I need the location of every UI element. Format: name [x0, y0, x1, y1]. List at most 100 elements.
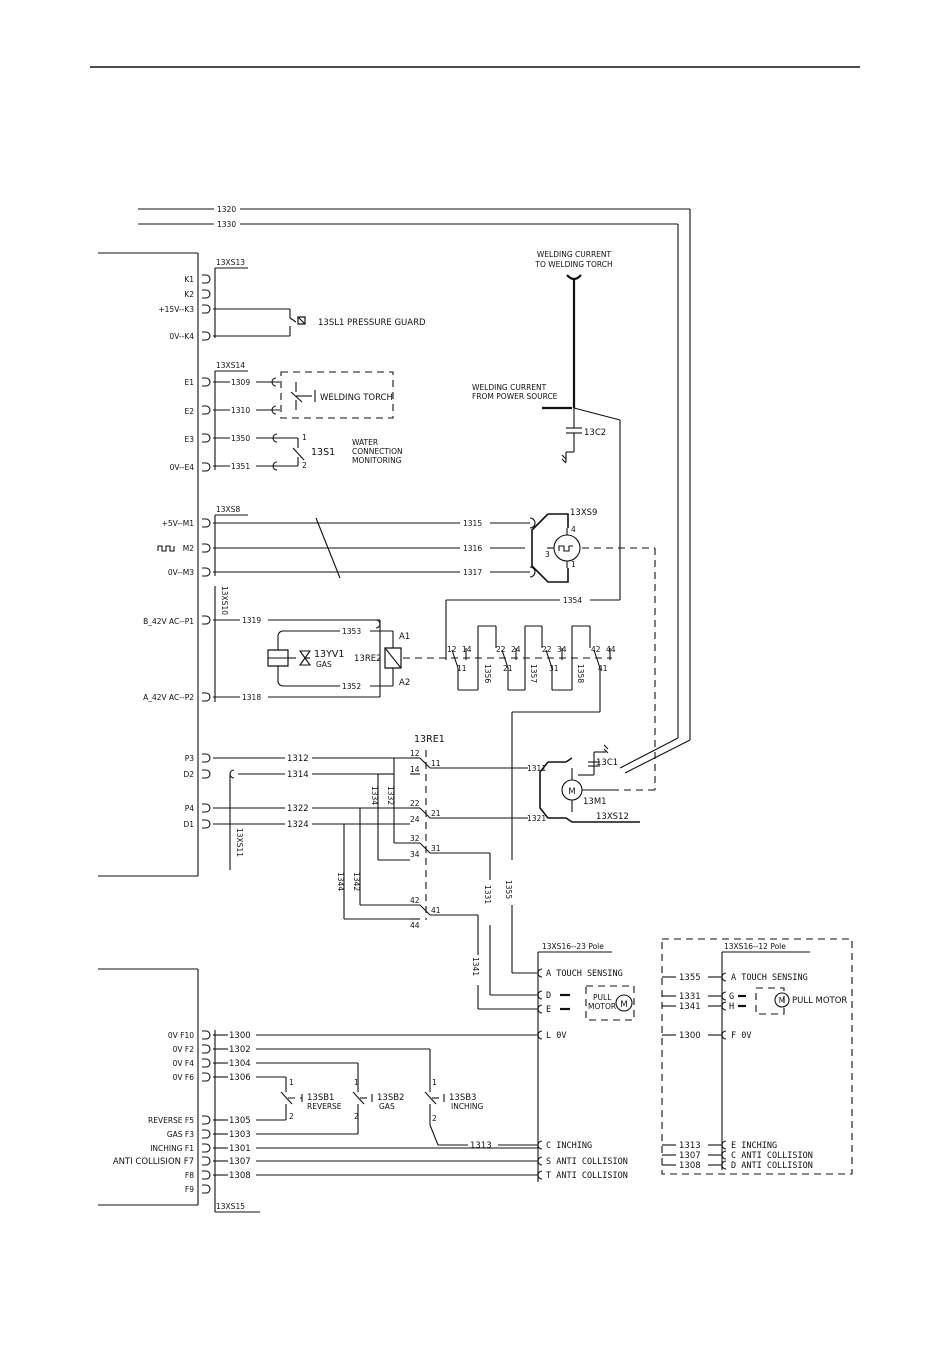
wire-1318-label: 1318: [242, 693, 261, 702]
pole12-a: A TOUCH SENSING: [731, 973, 808, 983]
water-label-3: MONITORING: [352, 456, 402, 465]
wire-1311-label: 1311: [527, 764, 546, 773]
p12-wire-1341: 1341: [679, 1002, 701, 1012]
p12-wire-1307: 1307: [679, 1151, 701, 1161]
yv1-gas-label: GAS: [316, 660, 332, 669]
wire-1344-label: 1344: [336, 872, 345, 891]
pin-p1: B_42V AC--P1: [143, 617, 194, 626]
re1-c14: 14: [410, 765, 420, 774]
wc-src-label-2: FROM POWER SOURCE: [472, 392, 558, 401]
wire-1305-label: 1305: [229, 1116, 251, 1126]
top-wires: 1320 1330: [138, 205, 690, 773]
pole12-pull: PULL MOTOR: [792, 996, 847, 1006]
re1-c12: 12: [410, 749, 420, 758]
re1-c42: 42: [410, 896, 420, 905]
pin-k1: K1: [184, 275, 194, 284]
re2-contacts: 12 14 11 1356 22 24 21 1357 22 34 31 135…: [446, 626, 616, 860]
pin-k2: K2: [184, 290, 194, 299]
torch-label: WELDING TORCH: [320, 393, 393, 403]
re1-c21: 21: [431, 809, 441, 818]
pole23-pull-1: PULL: [593, 993, 612, 1002]
xs16-23-label: 13XS16--23 Pole: [542, 942, 604, 951]
sb3-pin1: 1: [432, 1078, 437, 1087]
m1-symbol: M: [568, 787, 575, 797]
pin-m2: M2: [183, 544, 194, 553]
pole23-t: T ANTI COLLISION: [546, 1171, 628, 1181]
pin-k4: 0V--K4: [169, 332, 194, 341]
s1-label: 13S1: [311, 447, 335, 458]
re2-wire-1358: 1358: [576, 664, 585, 683]
wire-1315-label: 1315: [463, 519, 482, 528]
xs10-label: 13XS10: [220, 586, 229, 615]
pin-f2: 0V F2: [173, 1045, 195, 1054]
sb1-pin1: 1: [289, 1078, 294, 1087]
pole12-g: G: [729, 992, 734, 1002]
re2-c14: 14: [462, 645, 472, 654]
pin-d2: D2: [183, 770, 194, 779]
pin-f1: INCHING F1: [150, 1144, 194, 1153]
wire-1332-label: 1332: [386, 786, 395, 805]
wire-1351-label: 1351: [231, 462, 250, 471]
sb1-sub: REVERSE: [307, 1102, 342, 1111]
xs16-12-label: 13XS16--12 Pole: [724, 942, 786, 951]
pin-f9: F9: [185, 1185, 194, 1194]
xs9-pin3: 3: [545, 550, 550, 559]
water-label-2: CONNECTION: [352, 447, 403, 456]
pin-e1: E1: [184, 378, 194, 387]
motor-13m1: 1311 1321 M 13M1 13XS12 13C1: [527, 745, 640, 823]
p12-wire-1313: 1313: [679, 1141, 701, 1151]
wire-1334-label: 1334: [370, 786, 379, 805]
wire-1309-label: 1309: [231, 378, 250, 387]
sl1-label: 13SL1 PRESSURE GUARD: [318, 318, 426, 328]
sb2-pin2: 2: [354, 1112, 359, 1121]
xs9-label: 13XS9: [570, 508, 597, 518]
re1-c34: 34: [410, 850, 420, 859]
re2-wire-1356: 1356: [483, 664, 492, 683]
connector-13xs16-23: 13XS16--23 Pole A TOUCH SENSING D E L 0V…: [538, 942, 634, 1182]
pole12-f: F 0V: [731, 1031, 751, 1041]
wire-1301-label: 1301: [229, 1144, 251, 1154]
re2-c11: 11: [457, 664, 467, 673]
wire-1321-label: 1321: [527, 814, 546, 823]
c1-label: 13C1: [596, 758, 618, 768]
pin-p2: A_42V AC--P2: [143, 693, 194, 702]
pin-k3: +15V--K3: [158, 305, 194, 314]
pole12-motor-symbol: M: [779, 996, 785, 1005]
pin-e4: 0V--E4: [170, 463, 195, 472]
pin-f7: ANTI COLLISION F7: [113, 1157, 194, 1167]
re2-wire-1357: 1357: [529, 664, 538, 683]
sb2-pin1: 1: [354, 1078, 359, 1087]
p12-wire-1355: 1355: [679, 973, 701, 983]
wire-1304-label: 1304: [229, 1059, 251, 1069]
xs14-label: 13XS14: [216, 361, 245, 370]
pin-e3: E3: [184, 435, 194, 444]
pin-f6: 0V F6: [173, 1073, 195, 1082]
pin-p3: P3: [185, 754, 195, 763]
wire-1302-label: 1302: [229, 1045, 251, 1055]
pin-f10: 0V F10: [168, 1031, 194, 1040]
c2-label: 13C2: [584, 428, 606, 438]
wire-1319-label: 1319: [242, 616, 261, 625]
pole12-c: C ANTI COLLISION: [731, 1151, 813, 1161]
pole23-s: S ANTI COLLISION: [546, 1157, 628, 1167]
wire-1317-label: 1317: [463, 568, 482, 577]
re1-c24: 24: [410, 815, 420, 824]
p12-wire-1308: 1308: [679, 1161, 701, 1171]
p12-wire-1300: 1300: [679, 1031, 701, 1041]
xs11-label: 13XS11: [235, 828, 244, 857]
pole12-d: D ANTI COLLISION: [731, 1161, 813, 1171]
pin-f5: REVERSE F5: [148, 1116, 194, 1125]
pole23-d: D: [546, 991, 551, 1001]
welding-current: WELDING CURRENT TO WELDING TORCH WELDING…: [472, 250, 620, 600]
pole23-e: E: [546, 1005, 551, 1015]
re2-c42: 42: [591, 645, 601, 654]
pole23-a: A TOUCH SENSING: [546, 969, 623, 979]
pin-m1: +5V--M1: [162, 519, 195, 528]
xs9-pin4: 4: [571, 525, 576, 534]
re2-c34: 34: [557, 645, 567, 654]
wc-torch-label-2: TO WELDING TORCH: [534, 260, 612, 269]
connector-13xs16-12: 13XS16--12 Pole 1355 1331 1341 1300 1313…: [662, 939, 852, 1174]
re2-c44: 44: [606, 645, 616, 654]
connector-13xs14: 13XS14 E1 E2 E3 0V--E4 1309 1310 WELDING…: [170, 361, 403, 472]
